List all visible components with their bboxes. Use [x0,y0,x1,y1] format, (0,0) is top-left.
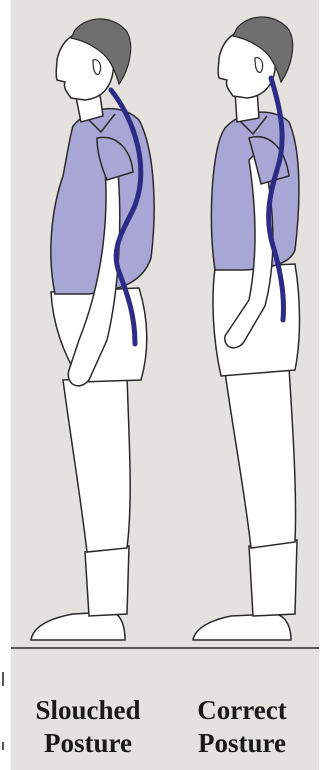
leg [225,368,296,548]
correct-posture-caption: Correct Posture [165,694,319,760]
ear [93,60,101,75]
caption-line: Posture [11,727,165,760]
slouched-figure-illustration [11,0,165,770]
sock [249,540,297,616]
caption-line: Correct [165,694,319,727]
caption-line: Posture [165,727,319,760]
slouched-panel [11,0,165,770]
ear [255,58,263,73]
correct-figure-illustration [165,0,319,770]
shoe [31,612,125,640]
leg [63,376,130,552]
left-margin [0,0,11,770]
shoe [193,614,291,640]
correct-panel [165,0,319,770]
sock [85,546,129,616]
slouched-posture-caption: Slouched Posture [11,694,165,760]
stray-mark [2,742,4,750]
caption-line: Slouched [11,694,165,727]
stray-mark [2,672,4,686]
